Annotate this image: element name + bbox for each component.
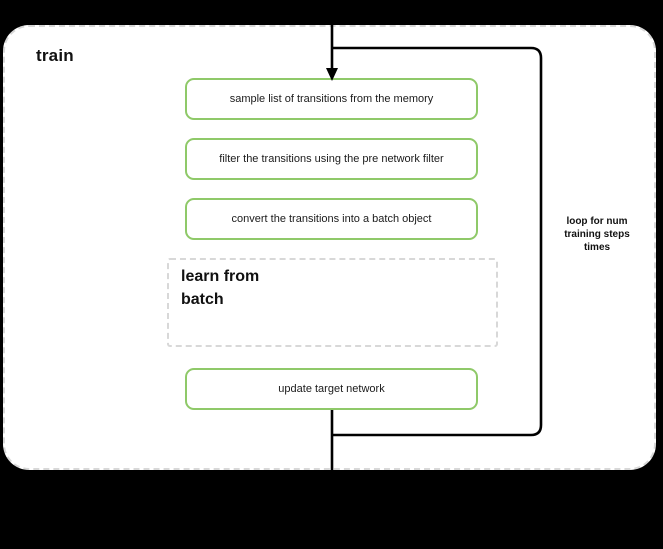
node-update-target-network[interactable]: update target network bbox=[185, 368, 478, 410]
train-group-title: train bbox=[36, 46, 74, 65]
loop-annotation-label: loop for num training steps times bbox=[545, 215, 649, 254]
node-sample-list-of-transitions[interactable]: sample list of transitions from the memo… bbox=[185, 78, 478, 120]
learn-from-batch-title-line2: batch bbox=[181, 291, 224, 308]
node-label: update target network bbox=[278, 383, 385, 395]
learn-from-batch-title-line1: learn from bbox=[181, 268, 260, 285]
node-label: filter the transitions using the pre net… bbox=[219, 153, 444, 165]
node-label: convert the transitions into a batch obj… bbox=[231, 213, 432, 225]
node-label: sample list of transitions from the memo… bbox=[229, 93, 434, 105]
learn-from-batch-title: learn from batch bbox=[181, 265, 351, 311]
node-convert-transitions-to-batch[interactable]: convert the transitions into a batch obj… bbox=[185, 198, 478, 240]
node-filter-transitions[interactable]: filter the transitions using the pre net… bbox=[185, 138, 478, 180]
loop-annotation-line1: loop for num bbox=[566, 216, 628, 227]
loop-annotation-line3: times bbox=[583, 242, 611, 253]
loop-annotation-line2: training steps bbox=[564, 229, 630, 240]
